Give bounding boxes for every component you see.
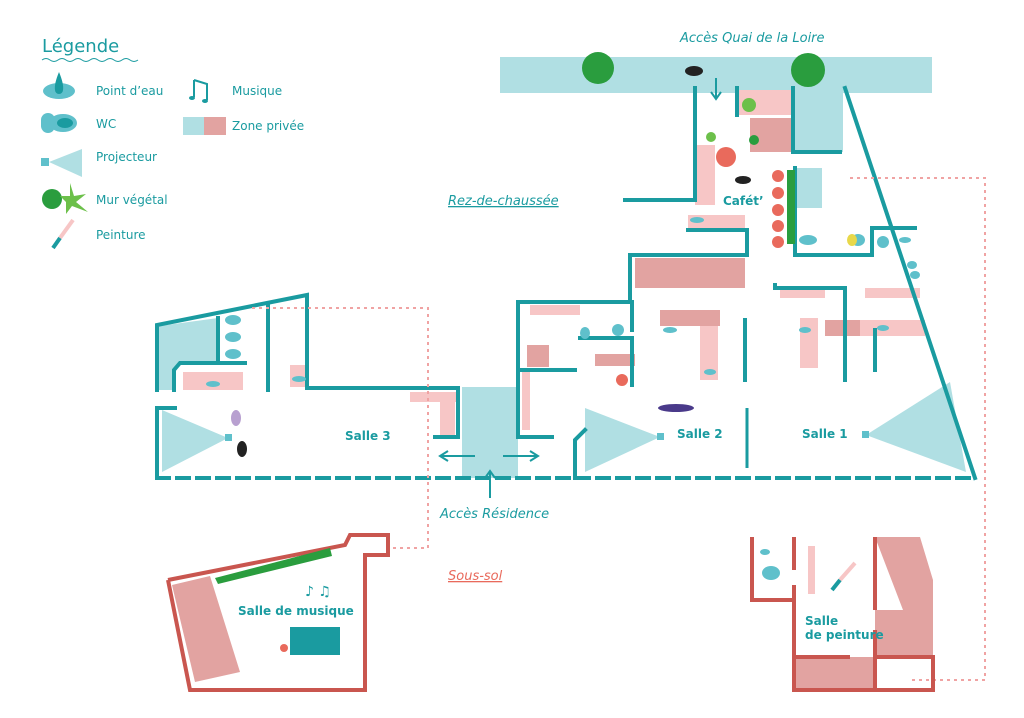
- green-wall-icon: [42, 183, 88, 214]
- legend-label-water: Point d’eau: [96, 84, 163, 98]
- entrance-quai-label: Accès Quai de la Loire: [679, 31, 825, 46]
- paint-palette: [808, 546, 815, 594]
- room-label-cafet: Cafét’: [723, 194, 764, 208]
- music-note-icon: [189, 79, 208, 103]
- level-basement-label: Sous-sol: [448, 569, 503, 584]
- level-ground-label: Rez-de-chaussée: [448, 194, 559, 209]
- tree-icon: [791, 53, 825, 87]
- room-label-salle2: Salle 2: [677, 427, 723, 441]
- paintbrush-icon: [51, 218, 75, 250]
- room-label-salle1: Salle 1: [802, 427, 848, 441]
- wc-icon: [760, 549, 780, 580]
- ground-floor-walls: [155, 85, 978, 481]
- painting-room-walls: [792, 600, 935, 692]
- legend-title: Légende: [42, 36, 119, 57]
- people: [231, 176, 857, 457]
- legend-underline: [41, 58, 139, 62]
- stair-link-painting: [850, 177, 986, 681]
- legend-label-private: Zone privée: [232, 119, 304, 133]
- tree-icon: [582, 52, 614, 84]
- person-icon: [685, 66, 703, 76]
- entrance-arrow-icon: [710, 78, 722, 101]
- room-label-music: Salle de musique: [238, 604, 354, 618]
- paintbrush-icon: [830, 561, 857, 592]
- legend: Légende Point d’eau WC Projecteur Mur vé…: [41, 36, 304, 250]
- green-wall-music: [215, 548, 332, 584]
- music-room-walls: [166, 533, 390, 692]
- projector-salle3: [162, 410, 232, 472]
- private-zone-icon: [183, 117, 226, 135]
- painting-wc-walls: [750, 537, 796, 602]
- room-label-salle3: Salle 3: [345, 429, 391, 443]
- legend-label-paint: Peinture: [96, 228, 146, 242]
- projector-salle1: [862, 382, 966, 472]
- wc-icon: [41, 113, 77, 133]
- projector-icon: [41, 149, 82, 177]
- green-wall-cafe: [706, 98, 795, 244]
- cafe-tables: [616, 147, 784, 386]
- legend-label-projector: Projecteur: [96, 150, 157, 164]
- painting-private-zone-bottom: [794, 657, 874, 689]
- music-private-zone: [172, 576, 240, 682]
- legend-label-music: Musique: [232, 84, 282, 98]
- residence-arrows-icon: [438, 450, 540, 498]
- legend-label-green-wall: Mur végétal: [96, 193, 168, 207]
- ground-floor-zones: [159, 90, 925, 478]
- painting-private-zone: [875, 537, 933, 657]
- stair-link-music: [252, 307, 429, 549]
- legend-label-wc: WC: [96, 117, 116, 131]
- entrance-residence-label: Accès Résidence: [439, 507, 549, 522]
- music-note-icon: ♪ ♫: [305, 584, 331, 600]
- water-points: [206, 217, 920, 387]
- projector-salle2: [585, 408, 664, 472]
- piano-icon: [280, 627, 340, 655]
- room-label-painting-1: Salle: [805, 614, 838, 628]
- water-point-icon: [43, 72, 75, 99]
- room-label-painting-2: de peinture: [805, 628, 884, 642]
